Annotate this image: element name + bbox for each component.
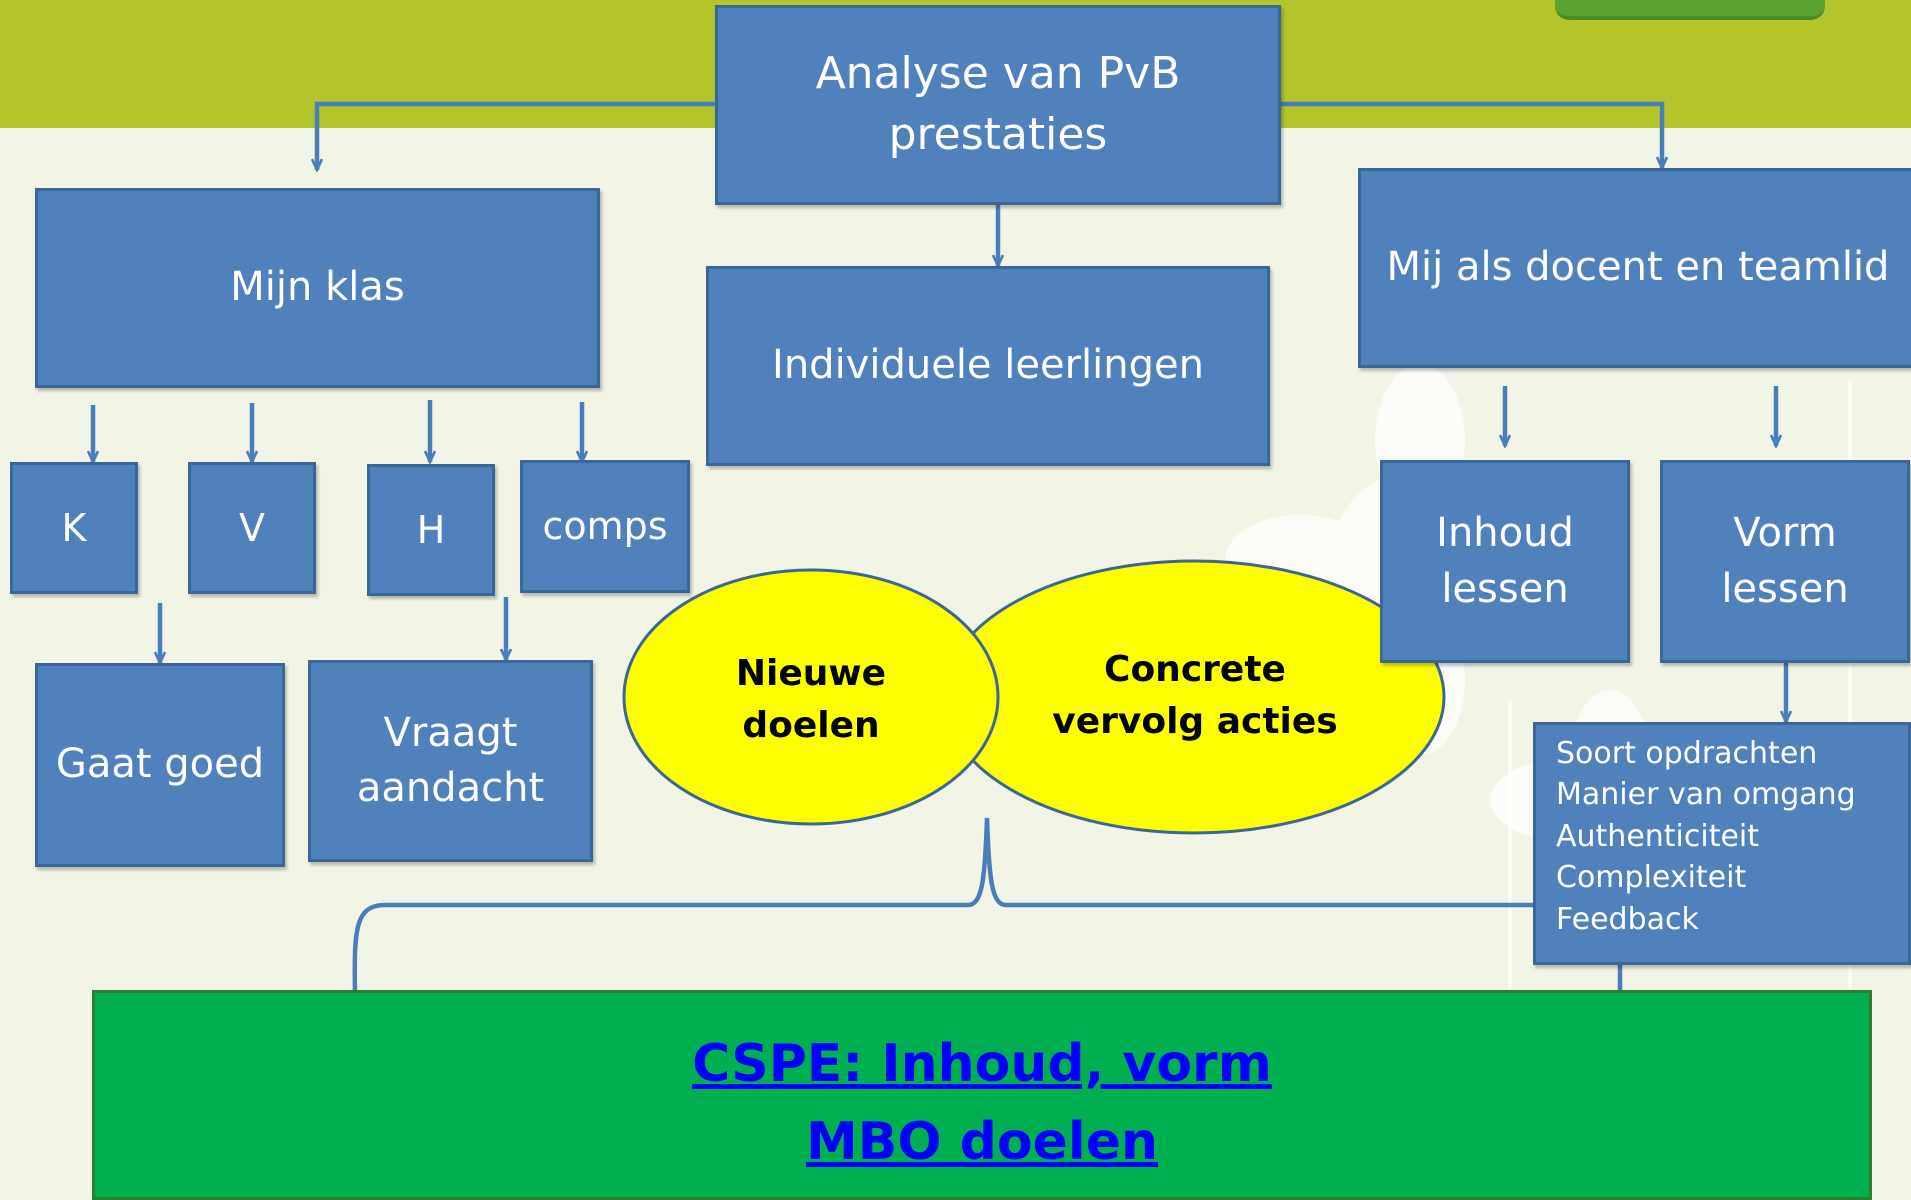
top-title-line1: Analyse van PvB bbox=[815, 48, 1181, 100]
top-title-line2: prestaties bbox=[888, 109, 1108, 160]
new-goals-line2: doelen bbox=[742, 705, 880, 746]
ellipse-new-goals bbox=[622, 568, 1000, 826]
outcome-good-label: Gaat goed bbox=[55, 741, 265, 788]
left-header-box: Mijn klas bbox=[35, 188, 600, 388]
aspect-item: Authenticiteit bbox=[1556, 818, 1760, 854]
right-header-box: Mij als docent en teamlid bbox=[1358, 168, 1911, 368]
connector-top-left bbox=[317, 101, 715, 170]
concrete-actions-line2: vervolg acties bbox=[1052, 701, 1338, 742]
outcome-attention-box: Vraagt aandacht bbox=[308, 660, 593, 862]
content-lessons-line1: Inhoud bbox=[1436, 510, 1574, 557]
outcome-good-box: Gaat goed bbox=[35, 663, 285, 867]
connector-top-right bbox=[1277, 101, 1662, 168]
bottom-green-box: CSPE: Inhoud, vorm MBO doelen bbox=[92, 990, 1872, 1200]
concrete-actions-label: Concrete vervolg acties bbox=[1040, 636, 1350, 756]
outcome-attention-line2: aandacht bbox=[356, 765, 545, 811]
item-k: K bbox=[10, 462, 138, 594]
new-goals-label: Nieuwe doelen bbox=[680, 640, 942, 760]
form-lessons-box: Vorm lessen bbox=[1660, 460, 1910, 663]
right-header-label: Mij als docent en teamlid bbox=[1386, 244, 1890, 291]
left-header-label: Mijn klas bbox=[230, 264, 405, 311]
aspect-item: Soort opdrachten bbox=[1556, 736, 1818, 771]
aspects-list-box: Soort opdrachten Manier van omgang Authe… bbox=[1533, 722, 1911, 965]
item-v-label: V bbox=[239, 505, 265, 550]
aspect-item: Manier van omgang bbox=[1556, 777, 1856, 813]
new-goals-line1: Nieuwe bbox=[735, 652, 887, 694]
item-comps-label: comps bbox=[542, 504, 668, 549]
cspe-link[interactable]: CSPE: Inhoud, vorm bbox=[692, 1034, 1272, 1094]
middle-header-box: Individuele leerlingen bbox=[706, 266, 1270, 466]
item-v: V bbox=[188, 462, 316, 594]
aspect-item: Complexiteit bbox=[1556, 860, 1747, 896]
form-lessons-line2: lessen bbox=[1721, 565, 1849, 612]
content-lessons-line2: lessen bbox=[1441, 565, 1569, 612]
form-lessons-line1: Vorm bbox=[1733, 510, 1837, 557]
concrete-actions-line1: Concrete bbox=[1104, 648, 1286, 690]
item-h-label: H bbox=[416, 507, 446, 552]
mbo-goals-link[interactable]: MBO doelen bbox=[805, 1112, 1158, 1172]
content-lessons-box: Inhoud lessen bbox=[1380, 460, 1630, 663]
aspect-item: Feedback bbox=[1556, 901, 1699, 937]
logo-badge bbox=[1555, 0, 1825, 20]
middle-header-label: Individuele leerlingen bbox=[772, 342, 1204, 389]
top-box-analysis: Analyse van PvB prestaties bbox=[715, 5, 1281, 205]
item-comps: comps bbox=[520, 460, 690, 593]
item-h: H bbox=[367, 464, 495, 596]
item-k-label: K bbox=[61, 505, 87, 550]
outcome-attention-line1: Vraagt bbox=[383, 709, 518, 756]
